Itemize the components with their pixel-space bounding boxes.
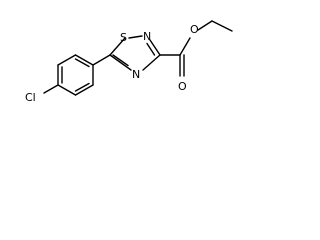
aromatic-inner-bond-1	[74, 58, 90, 68]
bond-ph2-ph3	[57, 54, 77, 66]
bond-ch2-ch3	[211, 20, 233, 32]
ester-oxygen-atom-label: O	[190, 23, 199, 36]
molecule-structure: Cl S N N O O	[25, 20, 233, 104]
phenyl-ring	[57, 54, 94, 96]
chlorine-atom-label: Cl	[25, 91, 36, 104]
aromatic-inner-bond-3	[74, 82, 90, 92]
bond-n2-c3-double	[146, 42, 156, 56]
nitrogen-atom-label-n4: N	[132, 68, 140, 81]
ethyl-ester-group: O O	[159, 20, 233, 93]
bond-ring-cl	[43, 84, 59, 94]
bond-n4-c5-double	[112, 54, 129, 67]
bond-ph5-ph6	[74, 84, 94, 96]
bond-c3-n4	[142, 54, 161, 71]
bond-phenyl-thiadiazole	[92, 54, 111, 66]
bond-ph4-ph5	[57, 84, 77, 96]
bond-carbonyl-oester	[179, 37, 191, 56]
thiadiazole-ring: S N N	[109, 30, 161, 81]
nitrogen-atom-label-n2: N	[143, 30, 151, 43]
bond-s-n2	[128, 35, 143, 39]
bond-ph1-ph2	[74, 54, 94, 66]
carbonyl-oxygen-atom-label: O	[178, 80, 187, 93]
bond-n4-c5	[109, 54, 132, 71]
bond-c5-s	[109, 37, 126, 56]
bond-n2-c3	[149, 39, 161, 56]
sulfur-atom-label: S	[120, 31, 127, 44]
bond-oester-ch2	[197, 20, 213, 31]
